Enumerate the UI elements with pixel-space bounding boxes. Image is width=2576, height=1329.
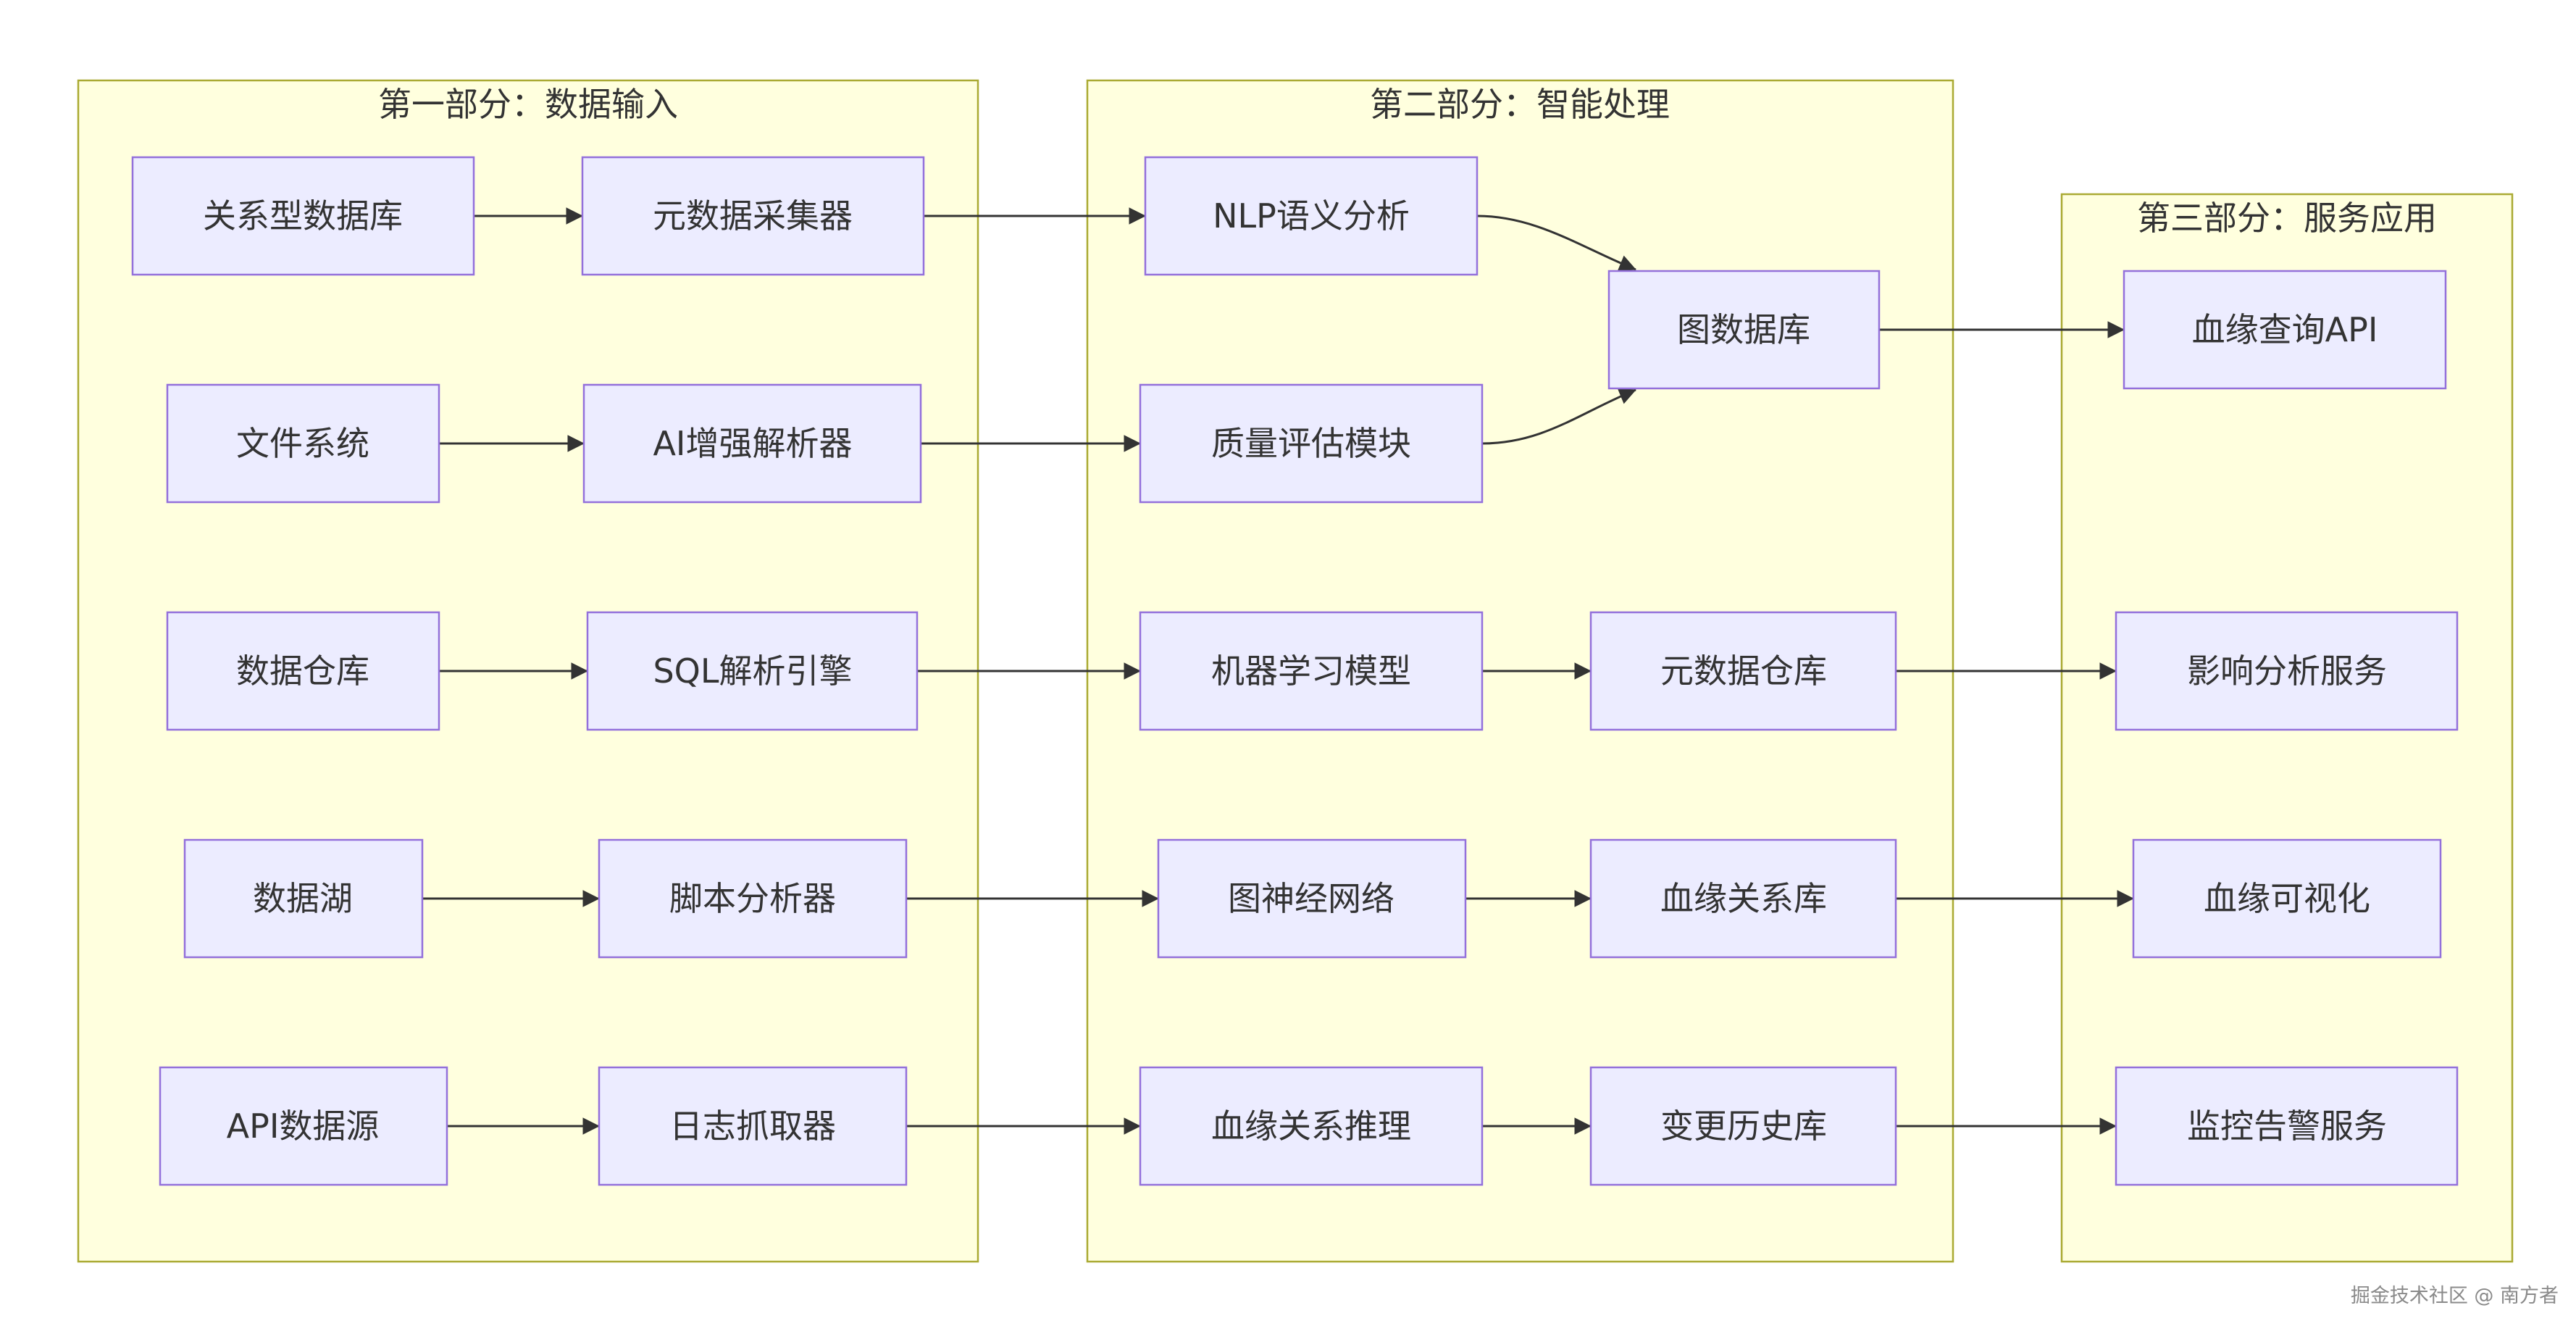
node-label: 数据湖 <box>253 879 353 918</box>
edges <box>422 207 2134 1135</box>
node-label: 脚本分析器 <box>669 879 836 918</box>
node-label: 图数据库 <box>1677 310 1810 349</box>
node-change-history[interactable]: 变更历史库 <box>1589 1066 1897 1186</box>
node-label: 元数据采集器 <box>653 196 853 236</box>
watermark-text: 掘金技术社区 @ 南方者 <box>2351 1285 2559 1307</box>
cluster-title-intelligent-processing: 第二部分：智能处理 <box>1370 85 1670 124</box>
node-nlp-analysis[interactable]: NLP语义分析 <box>1144 156 1479 276</box>
node-lineage-store[interactable]: 血缘关系库 <box>1589 838 1897 959</box>
node-label: 监控告警服务 <box>2187 1107 2387 1146</box>
node-label: 数据仓库 <box>236 651 369 691</box>
node-impact-analysis[interactable]: 影响分析服务 <box>2115 611 2459 731</box>
node-label: API数据源 <box>227 1107 380 1146</box>
node-gnn[interactable]: 图神经网络 <box>1157 838 1467 959</box>
node-label: 变更历史库 <box>1660 1107 1827 1146</box>
node-quality-assessment[interactable]: 质量评估模块 <box>1139 383 1484 504</box>
node-label: AI增强解析器 <box>653 424 852 463</box>
node-lineage-query-api[interactable]: 血缘查询API <box>2123 270 2447 390</box>
node-label: 影响分析服务 <box>2187 651 2387 691</box>
node-file-system[interactable]: 文件系统 <box>166 383 440 504</box>
node-label: 血缘关系推理 <box>1211 1107 1411 1146</box>
node-label: NLP语义分析 <box>1213 196 1410 236</box>
node-lineage-visualization[interactable]: 血缘可视化 <box>2132 838 2442 959</box>
node-lineage-inference[interactable]: 血缘关系推理 <box>1139 1066 1484 1186</box>
node-label: 血缘查询API <box>2192 310 2378 349</box>
node-graph-db[interactable]: 图数据库 <box>1607 270 1881 390</box>
edge-nlp-analysis-to-graph-db <box>1476 214 1636 272</box>
node-ml-model[interactable]: 机器学习模型 <box>1139 611 1484 731</box>
node-api-source[interactable]: API数据源 <box>159 1066 448 1186</box>
node-ai-parser[interactable]: AI增强解析器 <box>582 383 922 504</box>
node-relational-db[interactable]: 关系型数据库 <box>131 156 475 276</box>
node-label: 元数据仓库 <box>1660 651 1827 691</box>
node-label: 质量评估模块 <box>1211 424 1411 463</box>
node-label: 文件系统 <box>236 424 369 463</box>
node-label: 血缘关系库 <box>1660 879 1827 918</box>
edge-quality-assessment-to-graph-db <box>1481 388 1636 445</box>
node-label: 机器学习模型 <box>1211 651 1411 691</box>
node-script-analyzer[interactable]: 脚本分析器 <box>598 838 908 959</box>
node-label: 图神经网络 <box>1228 879 1394 918</box>
node-label: 关系型数据库 <box>203 196 403 236</box>
node-metadata-collector[interactable]: 元数据采集器 <box>581 156 925 276</box>
node-log-crawler[interactable]: 日志抓取器 <box>598 1066 908 1186</box>
node-label: SQL解析引擎 <box>653 651 852 691</box>
node-metadata-warehouse[interactable]: 元数据仓库 <box>1589 611 1897 731</box>
node-label: 血缘可视化 <box>2204 879 2370 918</box>
node-data-warehouse[interactable]: 数据仓库 <box>166 611 440 731</box>
cluster-title-data-input: 第一部分：数据输入 <box>378 85 678 124</box>
cluster-title-service-application: 第三部分：服务应用 <box>2137 199 2437 238</box>
node-data-lake[interactable]: 数据湖 <box>183 838 424 959</box>
node-sql-parser[interactable]: SQL解析引擎 <box>586 611 919 731</box>
node-monitoring-alert[interactable]: 监控告警服务 <box>2115 1066 2459 1186</box>
node-label: 日志抓取器 <box>669 1107 836 1146</box>
